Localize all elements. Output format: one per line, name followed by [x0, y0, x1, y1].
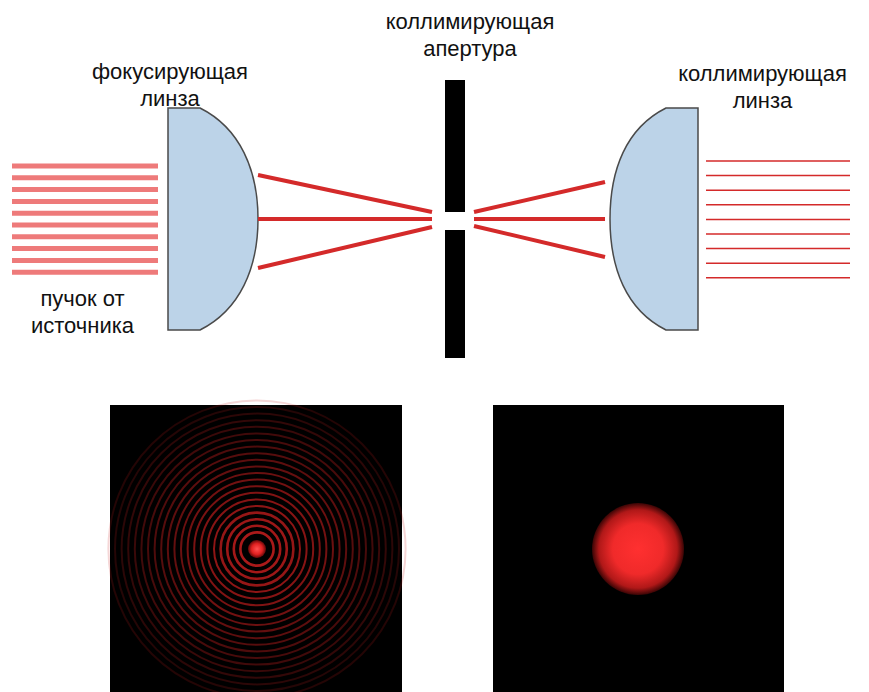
- beam-line: [12, 234, 158, 239]
- airy-ring: [155, 447, 360, 652]
- part-label: фокусирующая линза: [85, 58, 255, 112]
- airy-ring: [234, 526, 280, 572]
- converging-rays: [258, 175, 432, 268]
- airy-ring: [148, 440, 366, 658]
- aperture-lower: [445, 230, 465, 358]
- airy-ring: [161, 453, 353, 645]
- collimating-lens: [610, 108, 698, 330]
- clean-spot-panel: [493, 405, 784, 692]
- airy-pattern-panel: [110, 405, 402, 692]
- beam-line: [12, 175, 158, 180]
- beam-line: [12, 199, 158, 204]
- beam-line: [706, 189, 850, 191]
- beam-line: [706, 160, 850, 162]
- airy-ring: [135, 427, 379, 671]
- beam-line: [12, 270, 158, 275]
- diverging-rays: [474, 182, 605, 257]
- beam-line: [706, 219, 850, 221]
- airy-ring: [174, 466, 339, 631]
- beam-line: [706, 262, 850, 264]
- beam-line: [706, 204, 850, 206]
- airy-ring: [201, 493, 313, 605]
- airy-ring: [115, 407, 399, 691]
- clean-spot: [592, 503, 684, 595]
- beam-line: [706, 233, 850, 235]
- part-label: пучок от источника: [10, 285, 155, 339]
- beam-line: [12, 164, 158, 169]
- focusing-lens: [168, 108, 258, 330]
- airy-rings: [108, 400, 405, 692]
- part-label: коллимирующая линза: [670, 60, 855, 114]
- airy-ring: [108, 400, 405, 692]
- beam-line: [12, 187, 158, 192]
- source-beam: [12, 166, 158, 272]
- beam-line: [12, 223, 158, 228]
- airy-ring: [221, 513, 294, 586]
- airy-ring: [207, 499, 306, 598]
- airy-center: [248, 540, 266, 558]
- beam-line: [12, 246, 158, 251]
- airy-ring: [128, 420, 386, 678]
- airy-ring: [181, 473, 333, 625]
- collimated-beam: [706, 161, 850, 278]
- beam-line: [12, 258, 158, 263]
- aperture-upper: [445, 80, 465, 212]
- airy-ring: [141, 433, 372, 664]
- airy-ring: [227, 519, 287, 579]
- beam-line: [706, 277, 850, 279]
- part-label: коллимирующая апертура: [380, 8, 560, 62]
- airy-ring: [214, 506, 300, 592]
- airy-ring: [168, 460, 346, 638]
- beam-line: [12, 211, 158, 216]
- beam-line: [706, 175, 850, 177]
- airy-ring: [188, 480, 327, 619]
- airy-ring: [194, 486, 320, 612]
- airy-ring: [240, 532, 273, 565]
- beam-line: [706, 248, 850, 250]
- airy-ring: [122, 414, 393, 685]
